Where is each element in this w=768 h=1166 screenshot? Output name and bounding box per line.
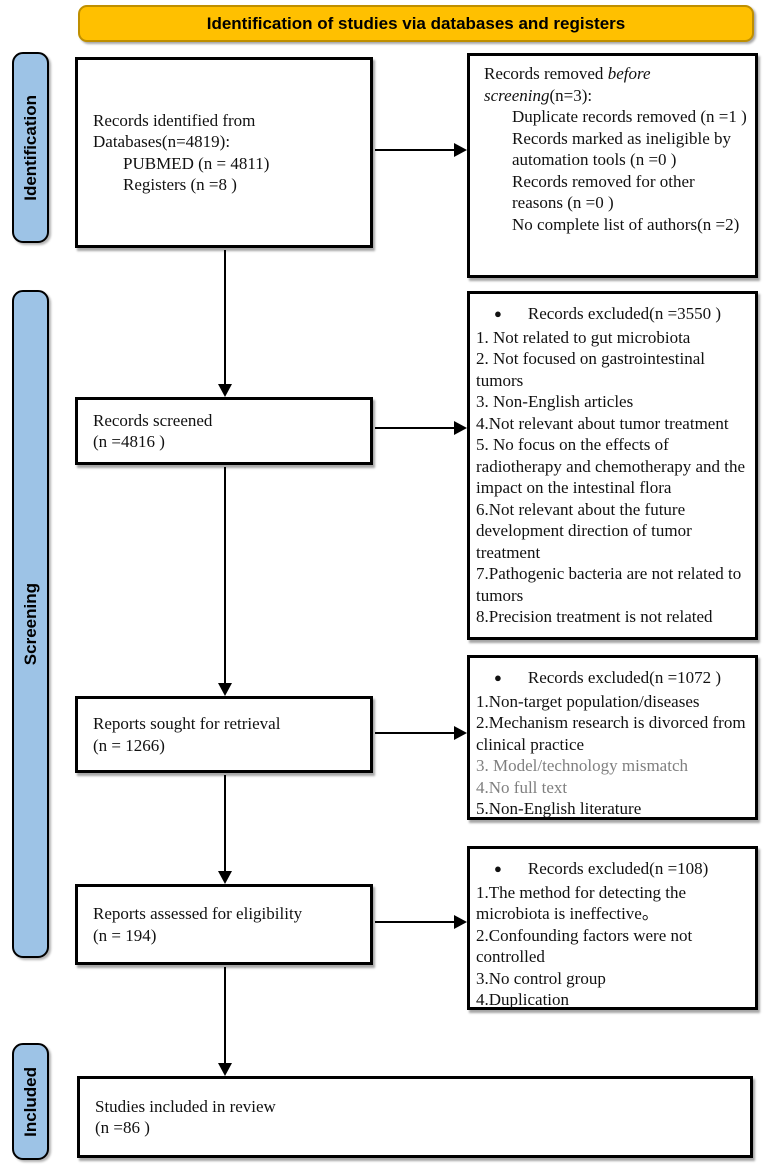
box-reports-assessed: Reports assessed for eligibility (n = 19… xyxy=(75,884,373,965)
records-removed-title: Records removed before screening(n=3): xyxy=(484,63,749,106)
records-removed-item: Records removed for other reasons (n =0 … xyxy=(512,171,695,213)
diagram-title: Identification of studies via databases … xyxy=(206,13,626,33)
stage-bar-included: Included xyxy=(12,1043,49,1160)
records-identified-line2: Databases(n=4819): xyxy=(93,132,231,151)
arrowhead-down-icon xyxy=(218,1063,232,1076)
excluded-screening-item: 8.Precision treatment is not related xyxy=(476,607,713,626)
excluded-retrieval-item: 2.Mechanism research is divorced from cl… xyxy=(476,713,746,754)
reports-sought-title: Reports sought for retrieval xyxy=(93,714,281,733)
records-removed-title-italic: before screening xyxy=(484,64,651,105)
excluded-retrieval-item: 5.Non-English literature xyxy=(476,799,642,818)
stage-bar-screening: Screening xyxy=(12,290,49,958)
stage-label-included: Included xyxy=(20,1066,40,1137)
arrowhead-down-icon xyxy=(218,871,232,884)
box-records-screened: Records screened (n =4816 ) xyxy=(75,397,373,465)
bullet-icon: ● xyxy=(494,861,502,876)
records-screened-title: Records screened xyxy=(93,410,213,430)
arrow-retrieval-to-excluded xyxy=(375,732,455,734)
box-studies-included: Studies included in review (n =86 ) xyxy=(77,1076,753,1158)
excluded-eligibility-item: 2.Confounding factors were not controlle… xyxy=(476,925,693,967)
records-removed-item: No complete list of authors(n =2) xyxy=(512,214,740,234)
excluded-screening-item: 7.Pathogenic bacteria are not related to… xyxy=(476,564,742,605)
excluded-eligibility-item: 3.No control group xyxy=(476,968,606,988)
excluded-retrieval-header: ● Records excluded(n =1072 ) xyxy=(494,667,749,690)
excluded-screening-item: 5. No focus on the effects of radiothera… xyxy=(476,435,746,497)
excluded-retrieval-item: 4.No full text xyxy=(476,777,568,797)
arrowhead-down-icon xyxy=(218,384,232,397)
stage-bar-identification: Identification xyxy=(12,52,49,243)
studies-included-count: (n =86 ) xyxy=(95,1118,150,1137)
excluded-screening-item: 1. Not related to gut microbiota xyxy=(476,327,691,347)
excluded-screening-item: 4.Not relevant about tumor treatment xyxy=(476,413,729,433)
records-removed-item: Records marked as ineligible by automati… xyxy=(512,128,732,170)
arrow-screened-to-excluded xyxy=(375,427,455,429)
excluded-eligibility-item: 4.Duplication xyxy=(476,990,570,1009)
box-excluded-screening: ● Records excluded(n =3550 ) 1. Not rela… xyxy=(467,291,758,640)
arrowhead-right-icon xyxy=(454,915,467,929)
records-removed-item: Duplicate records removed (n =1 ) xyxy=(512,107,747,126)
records-screened-count: (n =4816 ) xyxy=(93,432,165,451)
bullet-icon: ● xyxy=(494,306,502,321)
arrow-identified-to-removed xyxy=(375,149,455,151)
arrowhead-down-icon xyxy=(218,683,232,696)
arrow-eligibility-to-included xyxy=(224,967,226,1064)
reports-assessed-title: Reports assessed for eligibility xyxy=(93,904,303,923)
excluded-screening-item: 2. Not focused on gastrointestinal tumor… xyxy=(476,349,705,390)
excluded-screening-header: ● Records excluded(n =3550 ) xyxy=(494,303,749,326)
records-identified-line1: Records identified from xyxy=(93,110,256,130)
excluded-eligibility-item: 1.The method for detecting the microbiot… xyxy=(476,882,687,924)
excluded-retrieval-title: Records excluded(n =1072 ) xyxy=(527,668,722,687)
box-reports-sought: Reports sought for retrieval (n = 1266) xyxy=(75,696,373,773)
stage-label-screening: Screening xyxy=(20,582,40,666)
box-records-removed: Records removed before screening(n=3): D… xyxy=(467,53,758,278)
reports-assessed-count: (n = 194) xyxy=(93,925,157,945)
arrow-screened-to-retrieval xyxy=(224,467,226,684)
excluded-retrieval-item: 3. Model/technology mismatch xyxy=(476,756,688,775)
records-removed-title-post: (n=3): xyxy=(549,85,593,105)
studies-included-title: Studies included in review xyxy=(95,1096,276,1116)
bullet-icon: ● xyxy=(494,670,502,685)
box-records-identified: Records identified from Databases(n=4819… xyxy=(75,57,373,248)
excluded-eligibility-header: ● Records excluded(n =108) xyxy=(494,858,749,881)
reports-sought-count: (n = 1266) xyxy=(93,735,165,755)
excluded-eligibility-title: Records excluded(n =108) xyxy=(527,859,709,878)
records-identified-source-pubmed: PUBMED (n = 4811) xyxy=(123,153,270,173)
arrowhead-right-icon xyxy=(454,726,467,740)
arrow-eligibility-to-excluded xyxy=(375,921,455,923)
arrow-retrieval-to-eligibility xyxy=(224,775,226,872)
diagram-title-banner: Identification of studies via databases … xyxy=(78,5,754,42)
stage-label-identification: Identification xyxy=(20,94,40,201)
records-identified-source-registers: Registers (n =8 ) xyxy=(123,175,237,194)
excluded-screening-item: 3. Non-English articles xyxy=(476,392,634,411)
excluded-screening-item: 6.Not relevant about the future developm… xyxy=(476,499,692,562)
box-excluded-eligibility: ● Records excluded(n =108) 1.The method … xyxy=(467,846,758,1010)
excluded-retrieval-item: 1.Non-target population/diseases xyxy=(476,691,700,711)
arrowhead-right-icon xyxy=(454,421,467,435)
arrowhead-right-icon xyxy=(454,143,467,157)
excluded-screening-title: Records excluded(n =3550 ) xyxy=(527,304,722,323)
arrow-identified-to-screened xyxy=(224,250,226,385)
records-removed-title-pre: Records removed xyxy=(484,64,608,83)
box-excluded-retrieval: ● Records excluded(n =1072 ) 1.Non-targe… xyxy=(467,655,758,820)
